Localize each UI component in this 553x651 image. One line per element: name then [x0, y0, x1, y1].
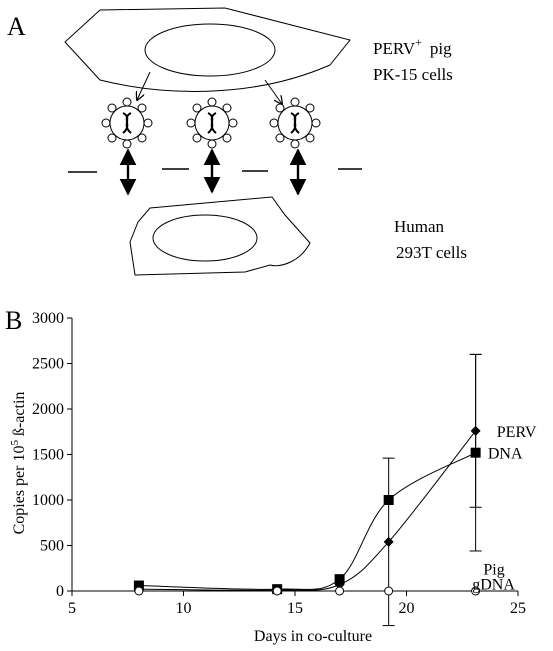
data-point-square [470, 447, 481, 458]
chart-markers [133, 425, 481, 596]
y-tick-label: 500 [40, 538, 64, 555]
pig-cell-outline [64, 7, 351, 92]
x-tick-label: 15 [287, 600, 303, 617]
filter-membrane [68, 168, 362, 173]
y-tick-label: 3000 [32, 310, 64, 327]
y-tick-label: 2500 [32, 356, 64, 373]
data-point-circle [272, 586, 282, 596]
x-tick-label: 20 [399, 600, 415, 617]
budding-arrow-left [137, 71, 151, 100]
pig-cell-label-perv: PERV [373, 39, 416, 58]
data-point-diamond [383, 536, 394, 547]
y-axis-label-sup: 5 [9, 440, 21, 446]
x-tick-label: 5 [68, 600, 76, 617]
human-cell-outline [129, 196, 311, 276]
series-annotation: Pig [483, 561, 504, 578]
panel-b-letter: B [5, 306, 22, 335]
series-annotation: PERV [497, 424, 537, 441]
x-tick-label: 25 [510, 600, 526, 617]
chart-axes [71, 318, 518, 592]
pig-cell-label-sup: + [415, 35, 422, 49]
chart: 5 10 15 20 25 0 500 1000 1500 2000 2500 3000 PERV DN… [9, 310, 537, 645]
series-annotation: DNA [488, 446, 523, 463]
pig-cell-nucleus [144, 23, 276, 77]
human-cell-nucleus [152, 214, 258, 262]
x-tick-label: 10 [176, 600, 192, 617]
chart-ticks: 5 10 15 20 25 0 500 1000 1500 2000 2500 3000 [32, 310, 526, 617]
pig-cell-label-line2: PK-15 cells [373, 65, 453, 84]
virus-particle [101, 97, 153, 149]
y-tick-label: 1000 [32, 492, 64, 509]
panel-a: A [7, 7, 467, 276]
data-point-circle [384, 586, 394, 596]
data-point-circle [134, 586, 144, 596]
y-tick-label: 2000 [32, 401, 64, 418]
y-axis-label: Copies per 105 ß-actin [9, 392, 28, 535]
data-point-circle [471, 586, 481, 596]
virus-particle [186, 97, 238, 149]
data-point-square [133, 580, 144, 591]
pig-cell-label-line1: PERV+ pig [373, 35, 452, 58]
data-point-circle [335, 586, 345, 596]
y-axis-label-pre: Copies per 10 [11, 446, 28, 535]
y-tick-label: 0 [56, 583, 64, 600]
x-axis-label: Days in co-culture [254, 628, 372, 645]
y-axis-label-post: ß-actin [11, 392, 28, 440]
y-tick-label: 1500 [32, 447, 64, 464]
data-point-square [334, 574, 345, 585]
human-cell-label-line2: 293T cells [396, 243, 467, 262]
human-cell-label-line1: Human [394, 217, 445, 236]
budding-arrow-right [264, 79, 282, 104]
virus-particle [269, 97, 321, 149]
data-point-diamond [470, 425, 481, 436]
series-line-square [138, 452, 476, 590]
pig-cell-label-word: pig [430, 39, 452, 58]
panel-a-letter: A [7, 12, 26, 41]
chart-lines [138, 430, 477, 592]
chart-error-bars [382, 353, 482, 627]
series-annotation: gDNA [472, 577, 515, 594]
series-line-diamond [138, 430, 477, 591]
data-point-square [383, 495, 394, 505]
